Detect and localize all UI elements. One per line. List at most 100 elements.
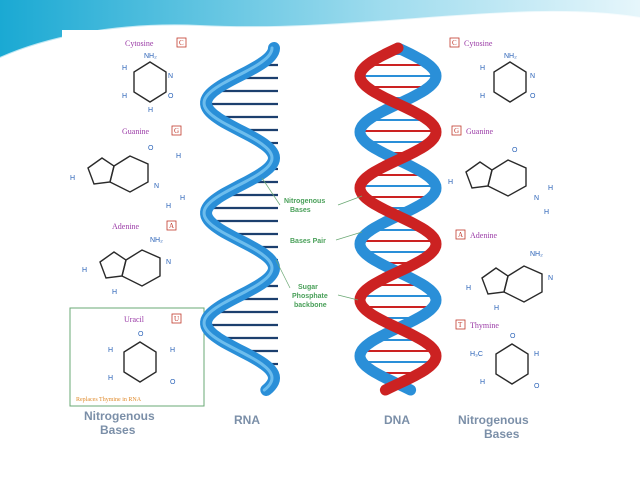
base-tag: G [174,127,179,135]
right-base-thymine: T Thymine O H₃C H H O [455,319,540,390]
base-tag: C [452,39,457,47]
base-tag: A [169,222,174,230]
top-wave-highlight [0,10,640,59]
purine-six-ring [487,159,527,197]
atom-label: O [510,333,516,340]
right-base-cytosine: C Cytosine NH₂ H H N O [449,37,536,103]
pyrimidine-ring [493,61,527,103]
callout-sugar-phosphate-backbone: Sugar Phosphate backbone [275,259,359,309]
atom-label: N [154,183,159,190]
base-tag: T [458,321,463,329]
base-tag-box [171,125,182,136]
atom-label: O [170,379,176,386]
footer-right-bases: Nitrogenous [458,413,529,427]
atom-label: O [168,93,174,100]
base-tag: G [454,127,459,135]
callout-nitrogenous-bases: Nitrogenous Bases [261,177,363,214]
base-label: Adenine [470,231,498,240]
uracil-highlight-box [69,307,205,407]
atom-label: H [494,305,499,312]
atom-label: H₃C [470,351,483,358]
atom-label: H [112,289,117,296]
footer-left-bases: Nitrogenous [84,409,155,423]
atom-label: H [82,267,87,274]
base-tag: C [179,39,184,47]
callout-label: Bases Pair [290,238,326,245]
base-label: Cytosine [125,39,154,48]
left-base-uracil: Uracil U O H H H O Replaces Thymine in R… [69,307,205,407]
atom-label: H [448,179,453,186]
dna-base-pair-rungs [360,53,436,374]
callout-leader [275,259,291,289]
atom-label: H [108,375,113,382]
atom-label: N [530,73,535,80]
base-tag-box [455,319,466,330]
left-base-cytosine: Cytosine C NH₂ N O H H H [122,37,187,114]
atom-label: NH₂ [144,53,157,60]
base-label: Cytosine [464,39,493,48]
pyrimidine-ring [123,341,157,383]
atom-label: NH₂ [150,237,163,244]
callout-base-pair: Bases Pair [290,231,363,245]
atom-label: H [548,185,553,192]
atom-label: H [480,93,485,100]
atom-label: H [480,379,485,386]
callout-leader [335,231,363,241]
atom-label: H [534,351,539,358]
left-base-guanine: Guanine G O H H N H H [70,125,185,210]
footer-dna: DNA [384,413,410,427]
callout-label: Phosphate [292,293,328,300]
base-label: Adenine [112,222,140,231]
atom-label: O [530,93,536,100]
purine-six-ring [121,249,161,287]
atom-label: H [176,153,181,160]
base-tag-box [455,229,466,240]
atom-label: H [544,209,549,216]
base-label: Guanine [466,127,494,136]
rna-strand-highlight [202,46,274,392]
atom-label: NH₂ [530,251,543,258]
atom-label: N [534,195,539,202]
base-label: Thymine [470,321,499,330]
atom-label: O [138,331,144,338]
footer-right-bases: Bases [484,427,520,441]
right-base-guanine: G Guanine O H N H H [448,125,553,216]
callout-leader [261,177,281,206]
base-tag-box [449,37,460,48]
callout-leader [337,294,359,301]
top-wave-shape [0,0,640,58]
atom-label: H [122,93,127,100]
atom-label: N [548,275,553,282]
atom-label: H [170,347,175,354]
atom-label: H [70,175,75,182]
purine-six-ring [503,265,543,303]
dna-strand-red [354,42,442,396]
callout-label: Sugar [298,284,318,291]
footer-left-bases: Bases [100,423,136,437]
pyrimidine-ring [495,343,529,385]
base-tag: U [174,315,179,323]
base-tag: A [458,231,463,239]
atom-label: N [168,73,173,80]
atom-label: H [166,203,171,210]
base-label: Guanine [122,127,150,136]
callout-label: Bases [290,207,311,214]
atom-label: O [534,383,540,390]
callout-label: backbone [294,302,327,309]
base-tag-box [176,37,187,48]
atom-label: N [166,259,171,266]
rna-base-rungs [206,50,278,379]
base-label: Uracil [124,315,145,324]
atom-label: H [466,285,471,292]
atom-label: H [108,347,113,354]
atom-label: H [122,65,127,72]
atom-label: O [148,145,154,152]
callout-leader [337,195,363,206]
diagram-panel [62,30,577,448]
right-base-adenine: A Adenine NH₂ H H N [455,229,553,312]
atom-label: O [512,147,518,154]
base-tag-box [451,125,462,136]
footer-rna: RNA [234,413,260,427]
base-tag-box [166,220,177,231]
